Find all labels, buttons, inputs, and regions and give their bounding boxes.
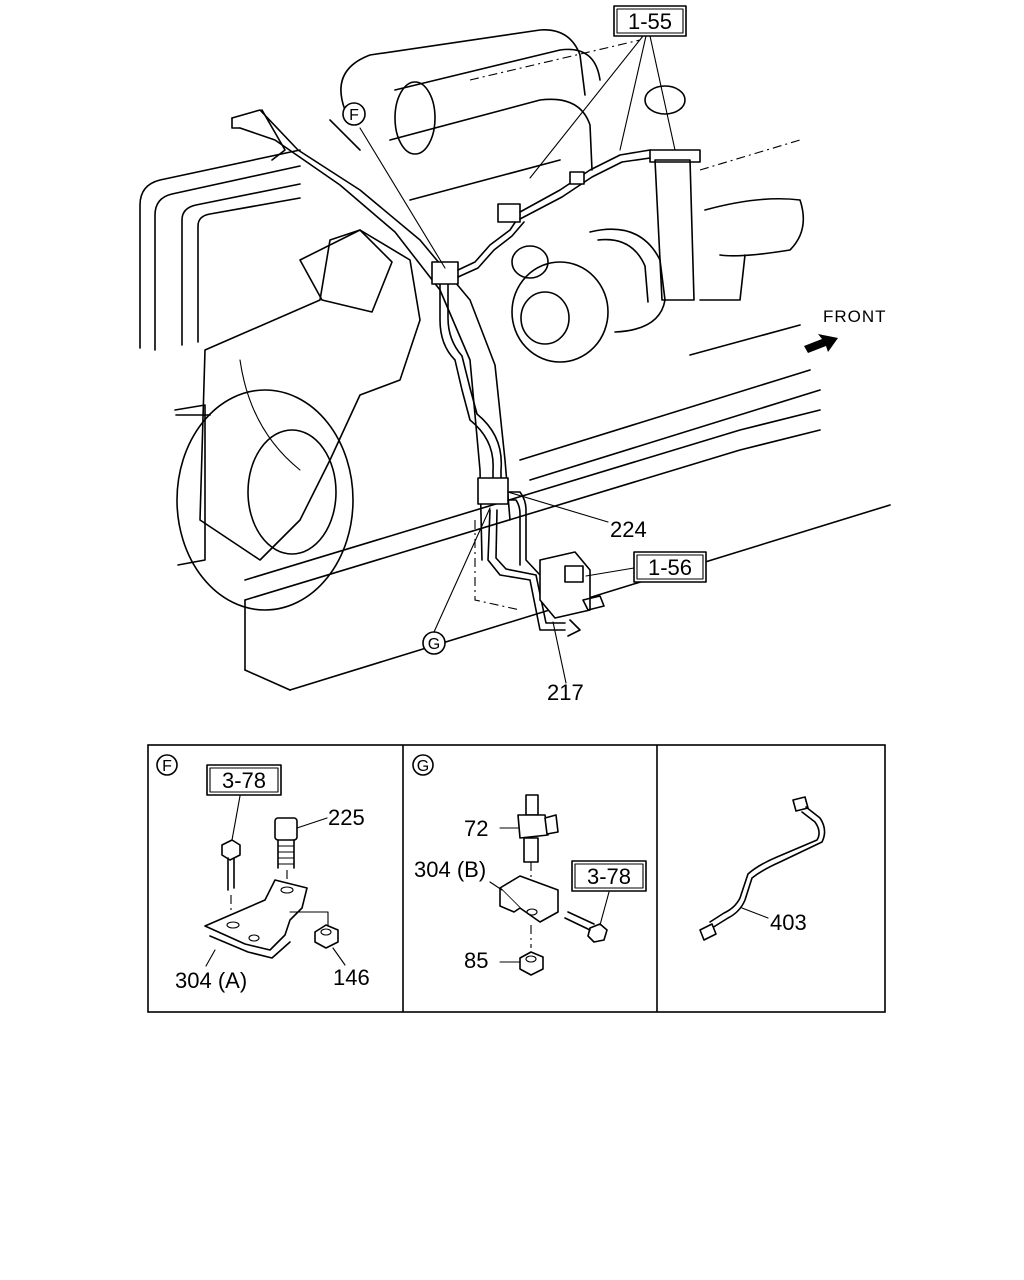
part-label-146[interactable]: 146	[333, 965, 370, 990]
front-direction-indicator: FRONT	[804, 307, 887, 353]
bolt-icon	[221, 795, 241, 891]
ref-box-1-56[interactable]: 1-56	[633, 551, 707, 583]
detail-marker-g[interactable]: G	[422, 631, 446, 655]
nut-icon-g	[519, 951, 544, 976]
detail-marker-f[interactable]: F	[342, 102, 366, 126]
stud-icon	[274, 817, 298, 869]
pipe-403-icon	[699, 796, 826, 941]
detail-f-panel: F 3-78 225	[156, 754, 370, 993]
main-leader-lines	[359, 35, 676, 684]
engine-illustration	[139, 29, 891, 691]
svg-text:3-78: 3-78	[587, 864, 631, 889]
detail-g-panel: G 72 304 (B) 3-78	[412, 754, 647, 976]
ref-label-1-55: 1-55	[628, 9, 672, 34]
part-label-304a[interactable]: 304 (A)	[175, 968, 247, 993]
bolt-icon-g	[564, 891, 610, 943]
svg-text:F: F	[162, 758, 172, 775]
detail-marker-g-label: G	[428, 636, 440, 653]
nut-icon	[314, 924, 339, 949]
part-label-403[interactable]: 403	[770, 910, 807, 935]
detail-g-marker: G	[412, 754, 434, 776]
detail-f-marker: F	[156, 754, 178, 776]
ref-box-1-55[interactable]: 1-55	[613, 5, 687, 37]
bracket-b-icon	[499, 875, 559, 923]
detail-marker-f-label: F	[349, 107, 359, 124]
svg-text:3-78: 3-78	[222, 768, 266, 793]
front-label: FRONT	[823, 307, 887, 326]
ref-label-1-56: 1-56	[648, 555, 692, 580]
detail-f-ref-box[interactable]: 3-78	[206, 764, 282, 796]
detail-403-panel: 403	[699, 796, 826, 941]
detail-panels	[147, 744, 886, 1013]
tee-fitting-icon	[517, 794, 559, 863]
part-label-72[interactable]: 72	[464, 816, 488, 841]
arrow-icon	[804, 334, 838, 353]
bracket-a-icon	[204, 879, 308, 959]
detail-g-ref-box[interactable]: 3-78	[571, 860, 647, 892]
svg-text:G: G	[417, 758, 429, 775]
part-label-85[interactable]: 85	[464, 948, 488, 973]
part-label-217[interactable]: 217	[547, 680, 584, 705]
part-label-224[interactable]: 224	[610, 517, 647, 542]
part-label-225[interactable]: 225	[328, 805, 365, 830]
part-label-304b[interactable]: 304 (B)	[414, 857, 486, 882]
